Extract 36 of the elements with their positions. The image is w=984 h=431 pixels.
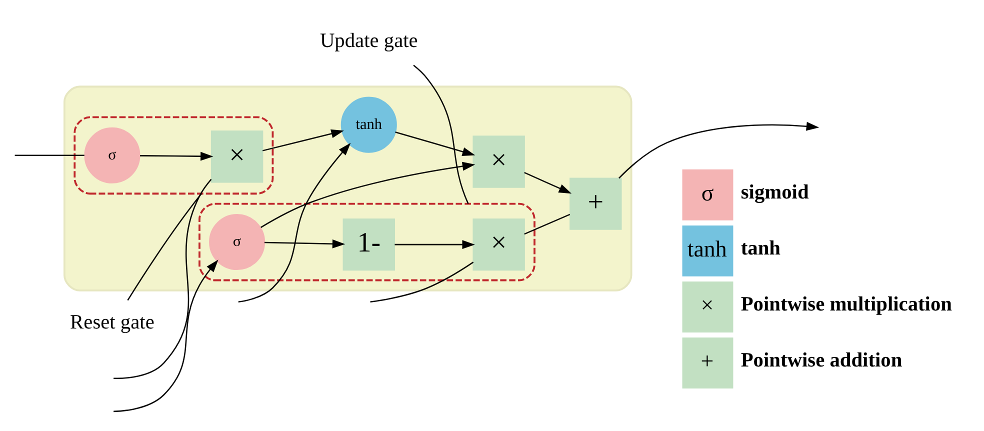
arrow — [618, 122, 820, 179]
connector — [524, 214, 570, 235]
arrow — [114, 260, 218, 412]
connector — [370, 262, 474, 303]
node-circle: tanh — [340, 96, 397, 153]
connector — [413, 64, 469, 204]
connector — [114, 178, 212, 380]
node-text: Reset gate — [70, 311, 154, 334]
arrow — [394, 240, 475, 250]
cluster — [63, 86, 632, 292]
label: + — [700, 348, 714, 374]
arrow — [264, 239, 346, 248]
arrow — [524, 172, 572, 194]
node-circle: σ — [84, 127, 140, 184]
arrow — [262, 129, 344, 152]
legend-label: Pointwise addition — [740, 350, 902, 372]
node-box: 1- — [342, 218, 395, 271]
node-box: + — [570, 178, 622, 230]
arrow — [140, 152, 214, 161]
legend-label: tanh — [740, 238, 781, 260]
cluster — [198, 202, 536, 282]
connector — [14, 154, 84, 156]
node-circle: σ — [209, 214, 266, 270]
node-text: Update gate — [320, 30, 418, 52]
cluster — [74, 116, 274, 195]
arrow — [395, 132, 476, 156]
label: tanh — [687, 236, 727, 262]
node-box: × — [472, 218, 525, 271]
label: σ — [701, 180, 714, 206]
arrow — [260, 162, 476, 228]
node-box: × — [210, 130, 264, 183]
label: × — [700, 292, 714, 318]
arrow — [238, 142, 351, 303]
legend-label: sigmoid — [740, 181, 809, 204]
legend-label: Pointwise multiplication — [740, 294, 952, 316]
node-box: × — [472, 136, 525, 188]
